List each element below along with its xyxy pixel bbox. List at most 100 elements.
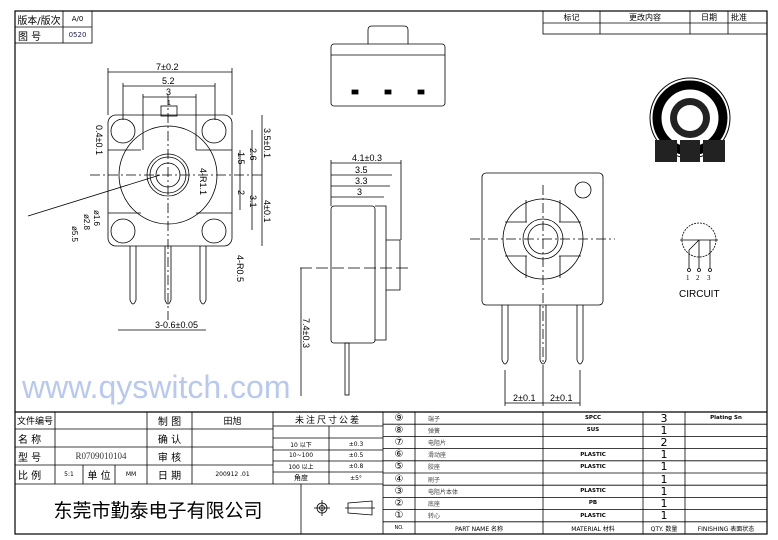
parts-row-no: ⑥: [394, 449, 404, 461]
drawn-value: 田旭: [223, 417, 242, 427]
parts-header-qty: QTY. 数量: [650, 525, 678, 533]
front-dimension-labels: 7±0.2 5.2 3 1 0.4±0.1 3.5±0.1 2.6 1.5 2 …: [70, 62, 272, 330]
side-dimension-labels: 4.1±0.3 3.5 3.3 3 7.4±0.3: [301, 153, 382, 348]
parts-header-finishing: FINISHING 表面状态: [697, 525, 755, 533]
parts-row-qty: 1: [660, 448, 668, 461]
parts-row-no: ⑧: [394, 424, 404, 436]
model-value: R0709010104: [75, 451, 127, 461]
version-value: A/0: [71, 15, 84, 23]
revision-col-content: 更改内容: [629, 12, 661, 22]
svg-text:3: 3: [707, 274, 711, 282]
svg-text:2.6: 2.6: [248, 148, 258, 161]
parts-row-name: 端子: [428, 415, 441, 423]
parts-row-finishing: [685, 461, 767, 473]
confirm-label: 确 认: [157, 434, 182, 446]
tolerance-range: 10~100: [288, 452, 314, 459]
svg-text:3.3: 3.3: [355, 176, 368, 186]
company-name: 东莞市勤泰电子有限公司: [53, 499, 263, 522]
parts-row-qty: 1: [660, 509, 668, 522]
svg-text:3.5: 3.5: [355, 165, 368, 175]
tolerance-value: ±5°: [350, 474, 362, 482]
parts-row-finishing: [685, 510, 767, 522]
svg-text:1: 1: [167, 100, 171, 107]
review-label: 审 核: [157, 452, 182, 464]
svg-text:2±0.1: 2±0.1: [513, 393, 535, 403]
svg-text:3.1: 3.1: [248, 195, 258, 208]
back-dimension-labels: 2±0.1 2±0.1: [513, 393, 572, 403]
model-label: 型 号: [18, 452, 42, 464]
parts-row-no: ④: [394, 473, 404, 485]
svg-text:4±0.1: 4±0.1: [262, 200, 272, 222]
parts-row-finishing: [685, 424, 767, 436]
parts-row-finishing: [685, 485, 767, 497]
parts-row-material: PLASTIC: [580, 451, 606, 458]
svg-text:3-0.6±0.05: 3-0.6±0.05: [155, 320, 198, 330]
svg-text:2: 2: [696, 274, 700, 282]
parts-row-material: [543, 436, 643, 448]
parts-row-name: 滑动座: [428, 452, 447, 460]
tolerance-range: 100 以上: [288, 464, 314, 471]
parts-row-material: SUS: [586, 427, 600, 434]
parts-row-material: SPCC: [584, 415, 602, 421]
svg-text:4.1±0.3: 4.1±0.3: [352, 153, 382, 163]
svg-text:2±0.1: 2±0.1: [550, 393, 572, 403]
potentiometer-rear-image: [649, 77, 731, 162]
svg-text:1.5: 1.5: [236, 152, 246, 165]
parts-row-no: ⑨: [394, 412, 404, 424]
confirm-value: [192, 429, 273, 447]
svg-text:4-R0.5: 4-R0.5: [235, 255, 245, 282]
parts-row-qty: 1: [660, 473, 668, 485]
parts-row-material: PLASTIC: [580, 463, 606, 470]
parts-row-finishing: [685, 497, 767, 509]
file-no-label: 文件编号: [16, 417, 53, 427]
parts-row-material: PB: [588, 500, 598, 507]
name-label: 名 称: [18, 434, 42, 446]
parts-row-no: ②: [394, 497, 404, 509]
parts-row-name: 电阻片本体: [428, 488, 459, 496]
drawing-no-label: 图 号: [18, 31, 42, 43]
tolerance-value: ±0.3: [348, 440, 364, 448]
tolerance-title: 未注尺寸公差: [294, 415, 361, 426]
svg-text:3.5±0.1: 3.5±0.1: [262, 128, 272, 158]
parts-row-name: 弹簧: [428, 427, 441, 435]
parts-row-finishing: [685, 436, 767, 448]
parts-row-qty: 1: [660, 424, 668, 437]
top-view: [330, 25, 446, 107]
parts-row-name: 底座: [428, 500, 441, 508]
name-value: [55, 429, 147, 447]
parts-row-no: ⑤: [394, 461, 404, 473]
parts-row-material: PLASTIC: [580, 488, 606, 495]
drawing-no-value: 0520: [68, 31, 87, 39]
parts-row-qty: 1: [660, 485, 668, 498]
sheet-border: [14, 10, 768, 535]
table-grid: [14, 10, 768, 534]
watermark: www.qyswitch.com: [21, 369, 291, 405]
svg-text:5.2: 5.2: [162, 76, 175, 86]
parts-row-finishing: Plating Sn: [710, 415, 742, 421]
parts-row-qty: 2: [660, 436, 668, 449]
svg-text:CIRCUIT: CIRCUIT: [679, 289, 720, 300]
svg-text:ø2.8: ø2.8: [82, 214, 91, 231]
tolerance-value: ±0.8: [348, 463, 364, 470]
parts-row-qty: 1: [660, 497, 668, 510]
parts-row-finishing: [685, 473, 767, 485]
review-value: [192, 447, 273, 465]
svg-text:7±0.2: 7±0.2: [156, 62, 178, 72]
parts-row-name: 胶座: [428, 464, 441, 472]
svg-text:7.4±0.3: 7.4±0.3: [301, 318, 311, 348]
parts-row-name: 电阻片: [428, 439, 447, 447]
svg-text:4-R1.1: 4-R1.1: [198, 168, 208, 195]
scale-label: 比 例: [18, 471, 42, 482]
circuit-symbol: [680, 222, 718, 272]
svg-text:ø5.5: ø5.5: [70, 226, 79, 243]
parts-header-name: PART NAME 名称: [454, 525, 504, 533]
parts-row-name: 刷子: [428, 476, 441, 484]
parts-row-finishing: [685, 449, 767, 461]
revision-col-mark: 标记: [563, 12, 580, 22]
parts-row-qty: 3: [660, 412, 668, 424]
svg-text:3: 3: [166, 87, 171, 97]
side-view: [300, 160, 410, 396]
svg-text:1: 1: [686, 274, 690, 282]
parts-row-material: [543, 473, 643, 485]
revision-col-approve: 批准: [731, 12, 747, 22]
